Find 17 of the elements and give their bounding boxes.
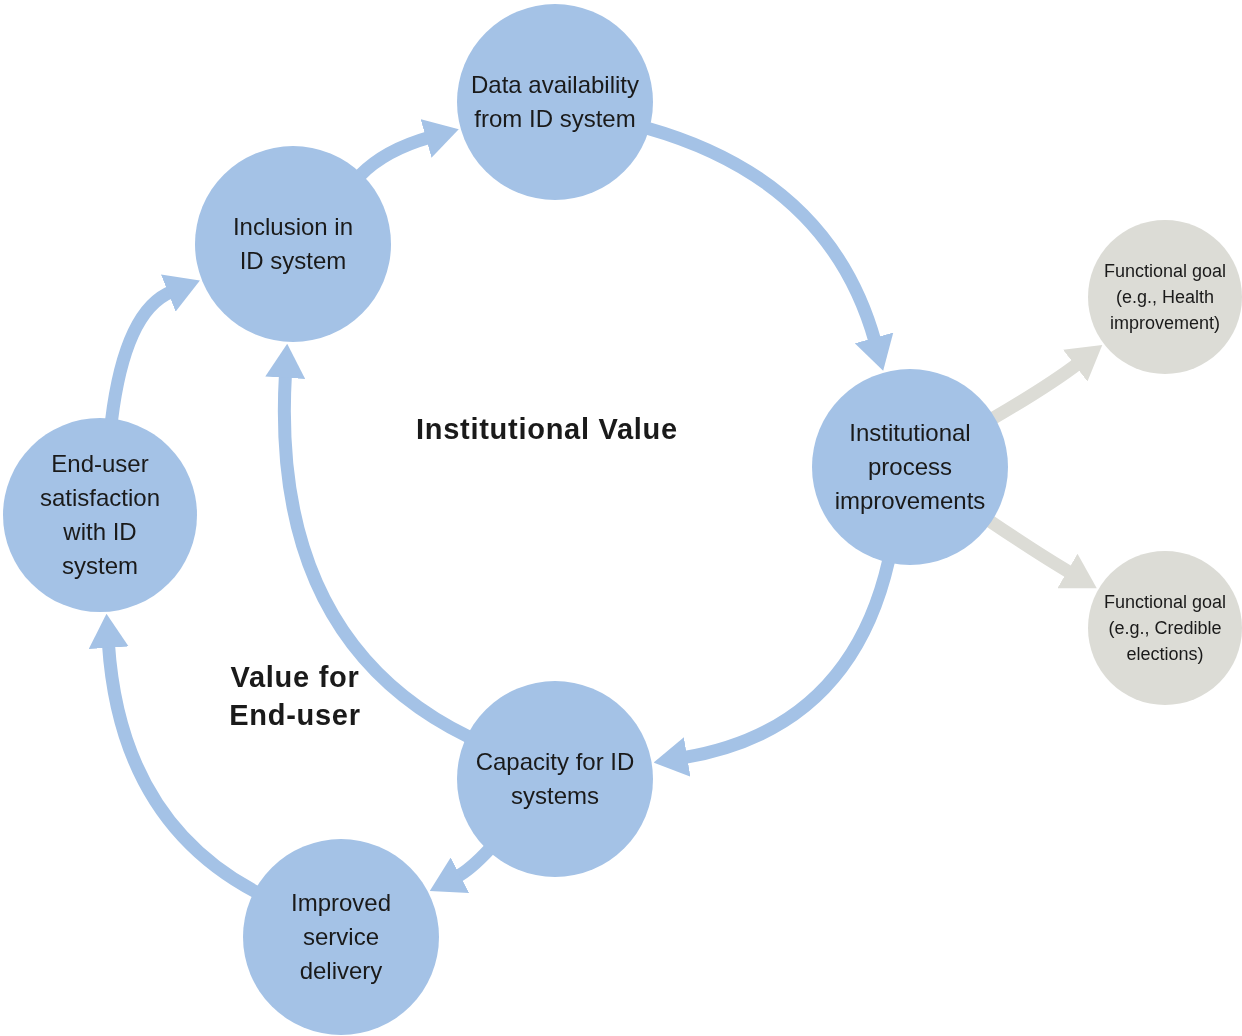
arrow xyxy=(645,122,893,371)
arrow xyxy=(265,343,472,743)
node-label: Data availability from ID system xyxy=(469,70,641,134)
arrow xyxy=(88,613,260,898)
node-label: Functional goal (e.g., Credible elections) xyxy=(1102,591,1228,666)
arrow xyxy=(989,345,1103,425)
node-label: Improved service delivery xyxy=(289,888,392,986)
node-label: End-user satisfaction with ID system xyxy=(38,449,162,581)
region-label: Value for End-user xyxy=(228,660,362,733)
region-label: Institutional Value xyxy=(416,412,679,447)
arrow xyxy=(355,119,459,181)
node-label: Institutional process improvements xyxy=(833,418,987,516)
node-label: Capacity for ID systems xyxy=(474,747,636,811)
arrow xyxy=(430,844,495,893)
node-label: Functional goal (e.g., Health improvement) xyxy=(1102,260,1228,335)
arrow xyxy=(985,515,1097,589)
node-label: Inclusion in ID system xyxy=(231,212,355,276)
